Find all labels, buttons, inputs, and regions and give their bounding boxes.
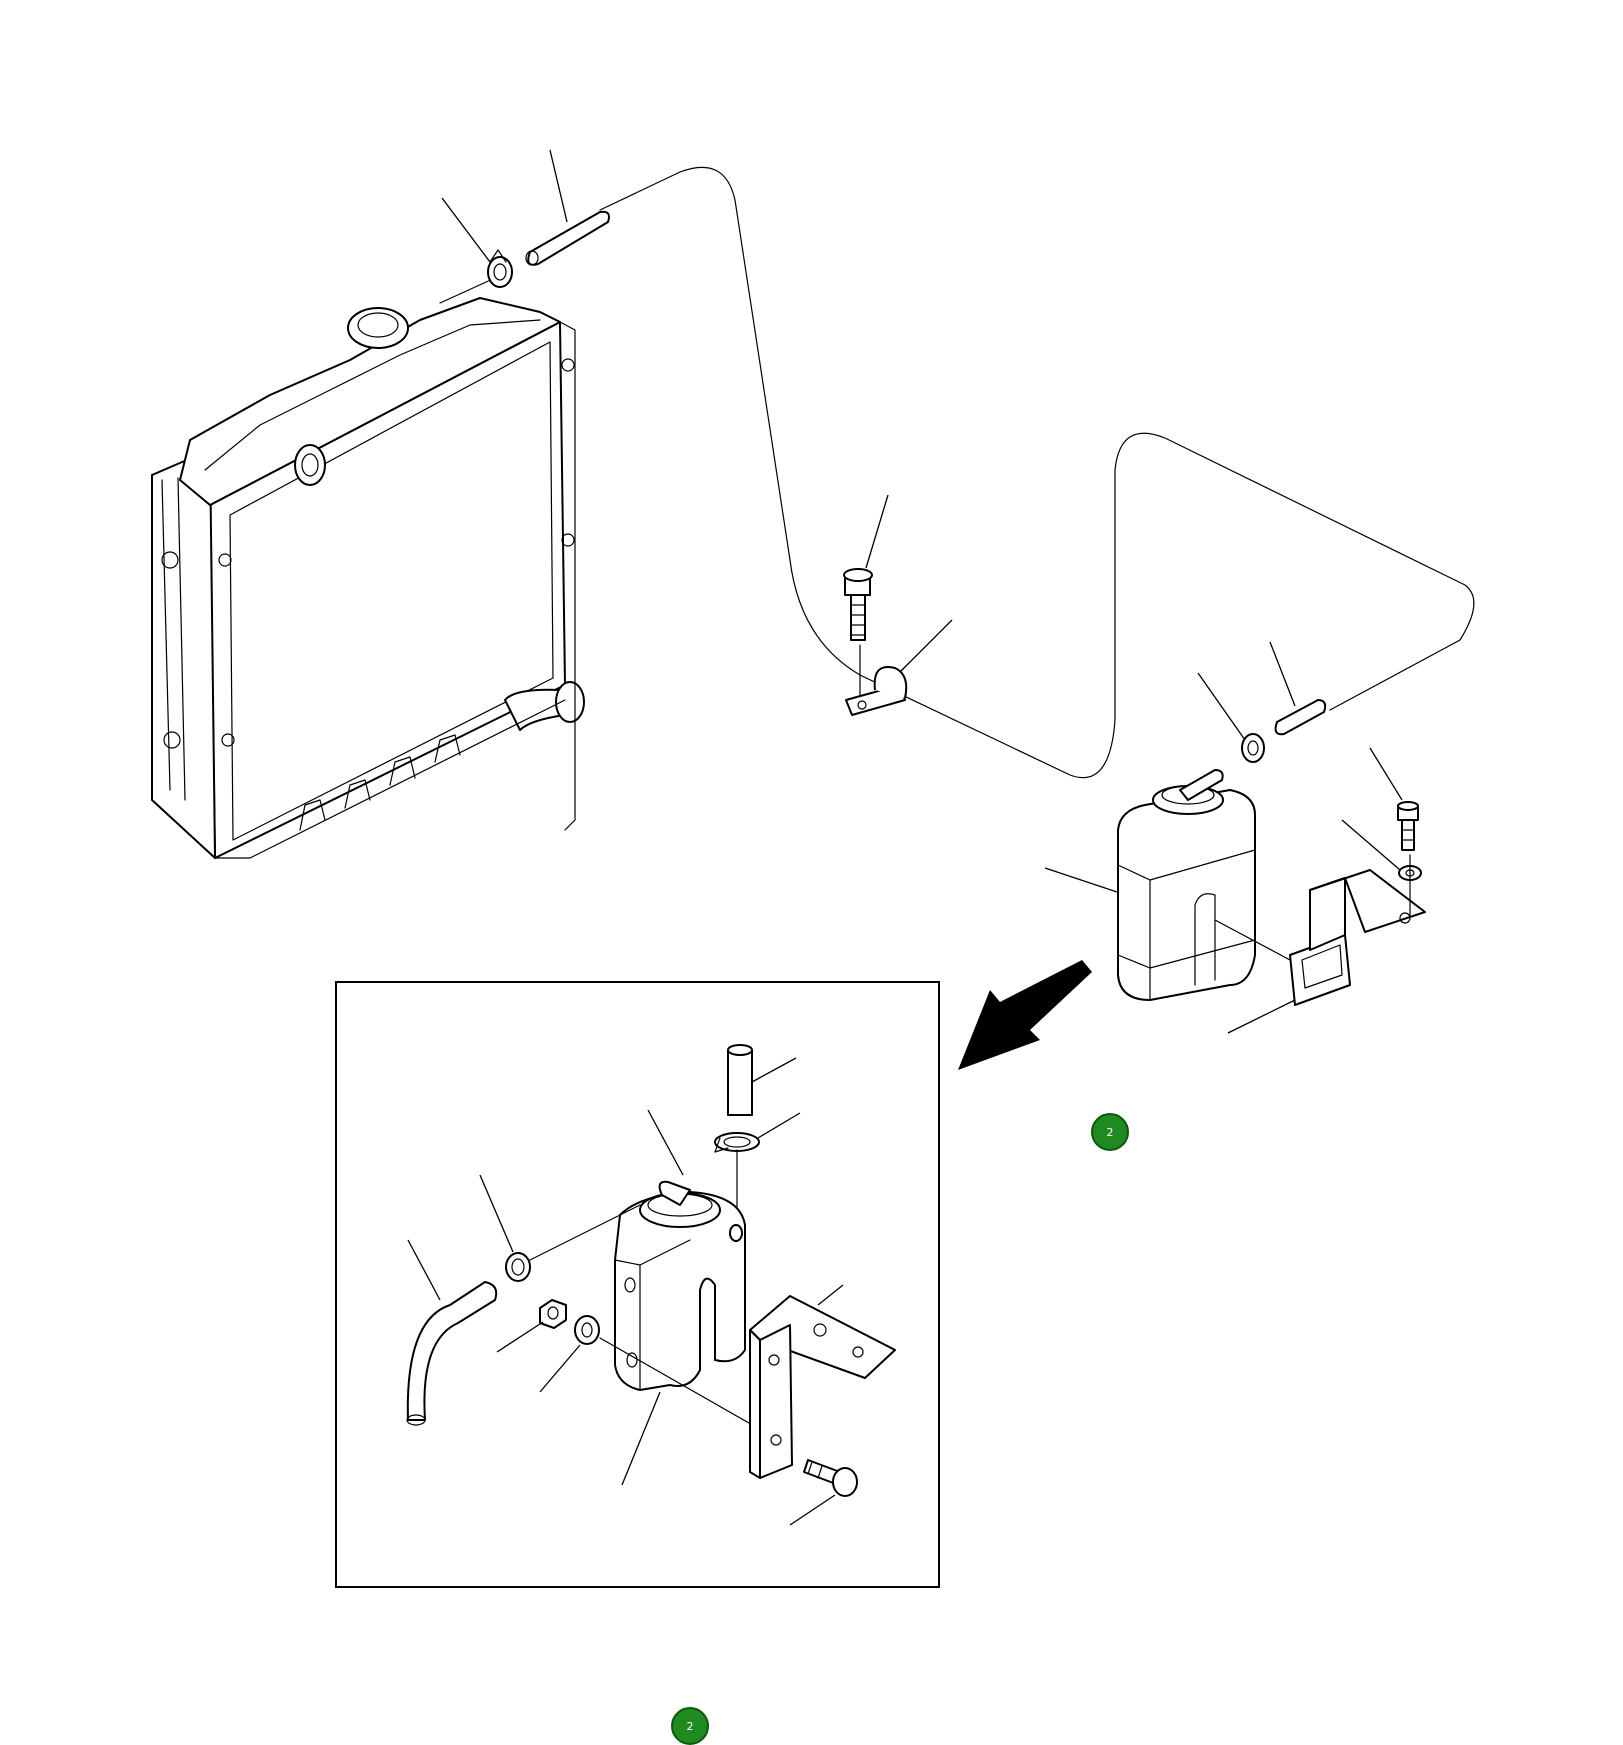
overflow-hose-route [599,166,1475,779]
bolt-icon-3 [803,1459,858,1497]
radiator-icon [151,297,585,859]
hose-icon-4 [406,1281,498,1426]
hose-clamp-icon-4 [505,1252,531,1282]
callout-badge[interactable]: 2 [671,1707,709,1745]
reserve-tank-icon [1117,769,1256,1001]
hose-icon-3 [727,1044,753,1116]
bracket-icon-2 [749,1295,896,1479]
nut-icon [539,1299,567,1329]
hose-icon-2 [1274,699,1327,736]
bracket-icon [1289,869,1426,1006]
hose-icon [525,210,610,266]
hose-clamp-icon-2 [1241,733,1265,763]
hose-clamp-icon-3 [714,1132,760,1153]
clip-icon [845,666,908,716]
bolt-icon-2 [1397,801,1419,851]
bolt-icon [843,568,873,641]
callout-label: 2 [686,1719,694,1733]
hose-clamp-icon [487,249,513,288]
callout-label: 2 [1106,1125,1114,1139]
direction-arrow-icon [958,960,1092,1070]
detail-inset-box [335,981,940,1588]
reserve-tank-icon-2 [614,1180,746,1391]
washer-icon-2 [574,1315,600,1345]
callout-badge[interactable]: 2 [1091,1113,1129,1151]
